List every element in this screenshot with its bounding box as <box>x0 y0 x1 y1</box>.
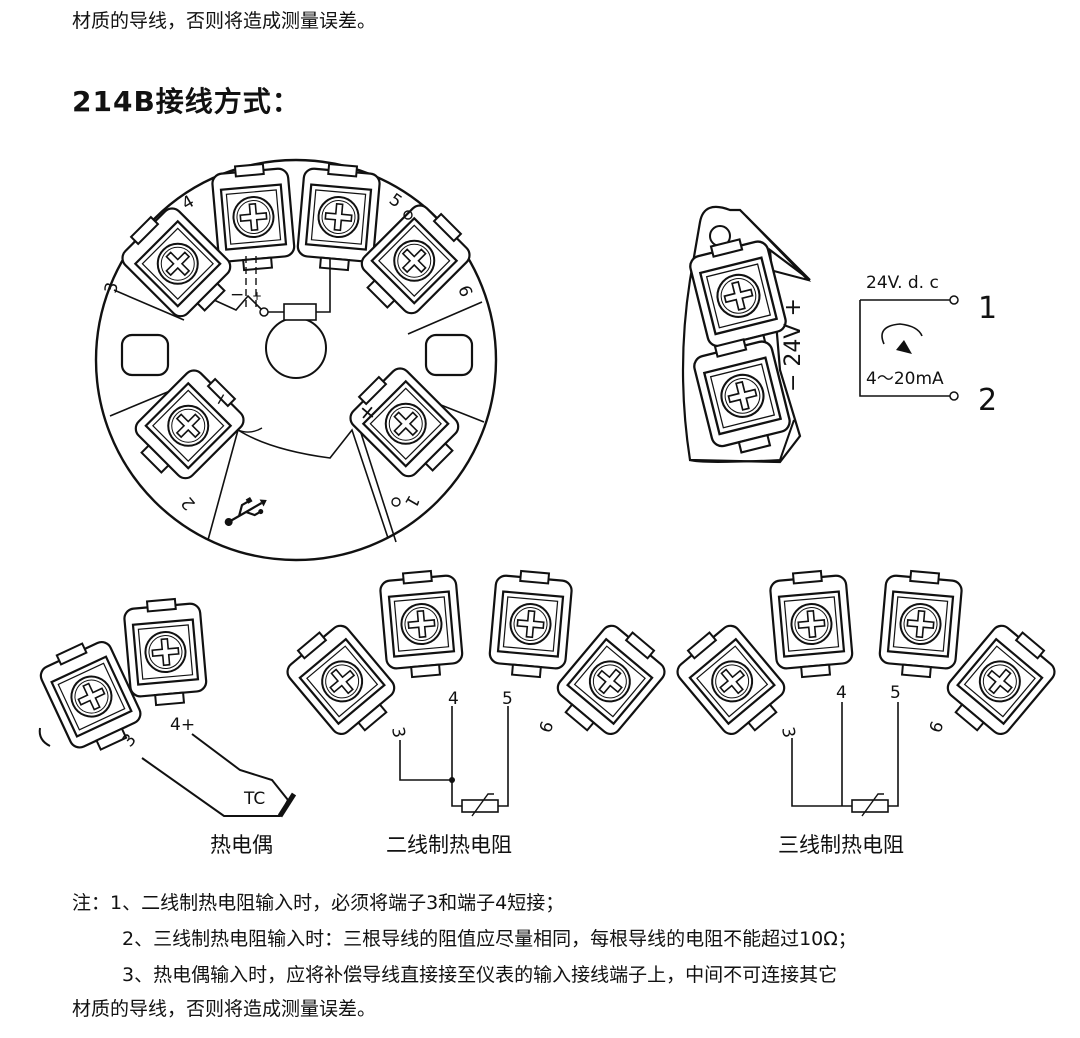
rtd2-terminal-4[interactable] <box>379 569 464 679</box>
tc-caption: 热电偶 <box>210 833 273 857</box>
rtd3-terminal-5[interactable] <box>878 569 963 679</box>
rtd-two-wire: 3 4 5 6 二线制热电阻 <box>280 569 673 857</box>
output-connector: − 24V + <box>681 205 812 464</box>
pin-2-label: 2 <box>978 383 997 418</box>
rtd3-terminal-4[interactable] <box>769 569 854 679</box>
rtd2-label-4: 4 <box>448 689 459 709</box>
note-line-4: 材质的导线，否则将造成测量误差。 <box>72 998 377 1020</box>
center-hole <box>265 317 327 379</box>
thermocouple-wiring: 3 4+ TC 热电偶 <box>35 597 297 857</box>
module-label-3: 3 <box>101 281 123 295</box>
rtd2-caption: 二线制热电阻 <box>386 833 512 857</box>
usb-icon <box>224 496 267 526</box>
tc-label-4: 4+ <box>170 715 195 735</box>
connector-voltage-label: − 24V + <box>781 298 806 392</box>
rtd2-label-3: 3 <box>387 725 409 739</box>
tc-label-3: 3 <box>119 730 141 751</box>
left-slot <box>120 333 170 377</box>
top-text-line: 材质的导线，否则将造成测量误差。 <box>72 10 377 32</box>
loop-current-label: 4～20mA <box>866 369 944 389</box>
rtd3-label-5: 5 <box>890 683 901 703</box>
wiring-diagram: − + 4 5 3 6 2 1 − + <box>0 158 1080 857</box>
note-line-3: 3、热电偶输入时，应将补偿导线直接接至仪表的输入接线端子上，中间不可连接其它 <box>122 964 838 986</box>
tc-probe-label: TC <box>243 789 265 809</box>
rtd2-label-6: 6 <box>536 719 558 736</box>
pin-1-label: 1 <box>978 291 997 326</box>
rtd-three-wire: 3 4 5 6 三线制热电阻 <box>670 569 1063 857</box>
tc-terminal-4[interactable] <box>123 597 208 707</box>
rtd3-label-6: 6 <box>926 719 948 736</box>
note-line-2: 2、三线制热电阻输入时：三根导线的阻值应尽量相同，每根导线的电阻不能超过10Ω； <box>122 928 857 950</box>
module-minus-small: − <box>230 285 244 305</box>
rtd3-caption: 三线制热电阻 <box>778 833 904 857</box>
note-line-1: 注：1、二线制热电阻输入时，必须将端子3和端子4短接； <box>72 892 565 914</box>
rtd2-label-5: 5 <box>502 689 513 709</box>
supply-label: 24V. d. c <box>866 273 939 293</box>
rtd2-terminal-5[interactable] <box>488 569 573 679</box>
rtd3-label-3: 3 <box>777 725 799 739</box>
rtd3-label-4: 4 <box>836 683 847 703</box>
right-slot <box>424 333 474 377</box>
section-heading: 214B接线方式： <box>72 85 301 118</box>
module-plus-small: + <box>252 289 262 303</box>
transmitter-module: − + 4 5 3 6 2 1 − + <box>94 158 498 562</box>
supply-wiring: 24V. d. c 4～20mA 1 2 <box>859 273 997 418</box>
